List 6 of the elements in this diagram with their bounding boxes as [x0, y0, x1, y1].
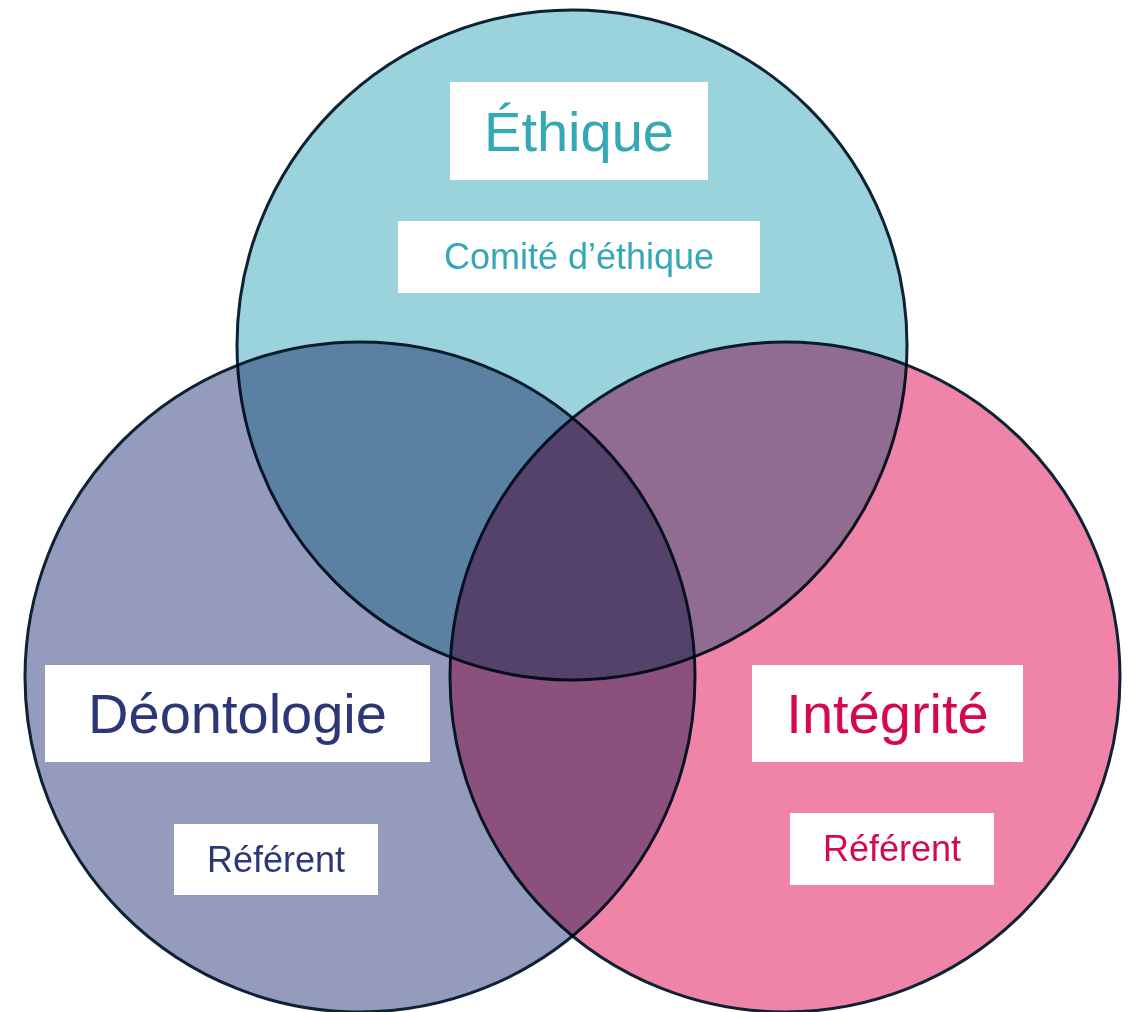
- circle-heading: Déontologie: [45, 665, 430, 762]
- circle-subtitle: Référent: [790, 813, 994, 885]
- circle-subtitle: Comité d’éthique: [398, 221, 760, 293]
- circle-heading: Intégrité: [752, 665, 1023, 762]
- circle-subtitle: Référent: [174, 824, 378, 895]
- circle-heading: Éthique: [450, 82, 708, 180]
